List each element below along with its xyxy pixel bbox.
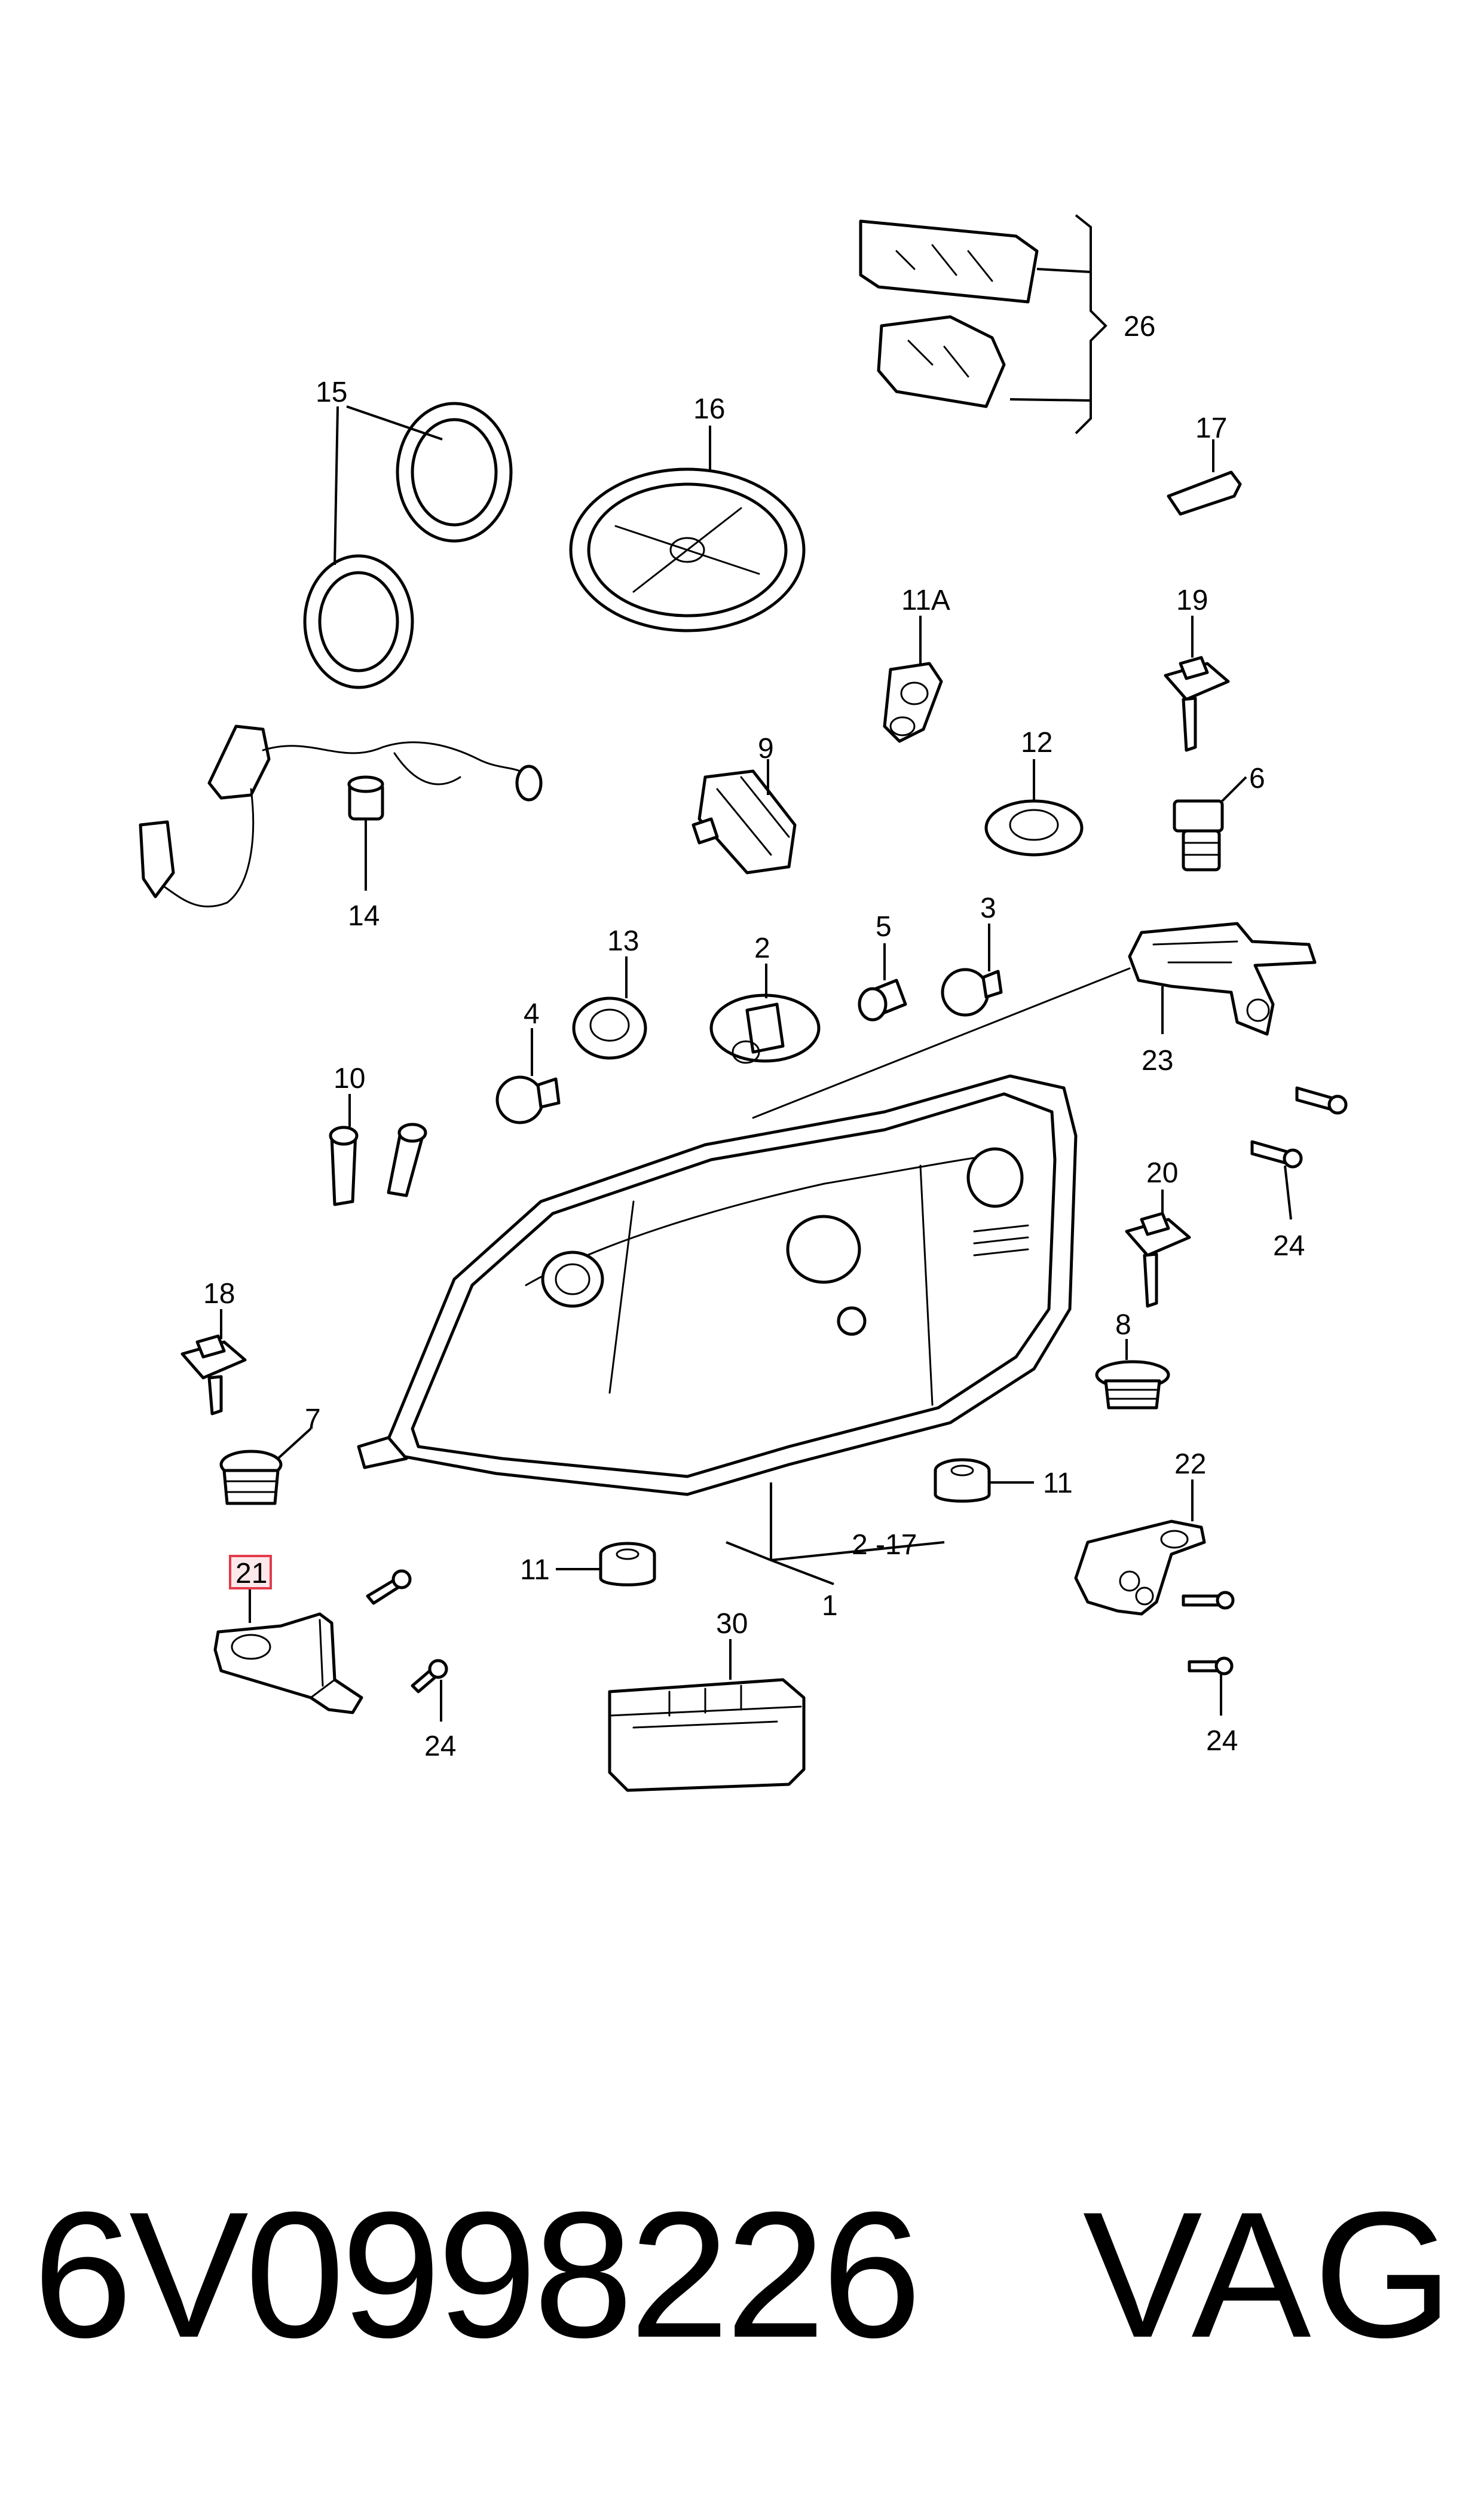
part-12-bulb-holder — [984, 759, 1084, 857]
part-8-grommet — [1095, 1339, 1170, 1410]
part-6-grommet — [1173, 776, 1247, 872]
callout-21-highlight[interactable] — [229, 1555, 272, 1589]
part-11-spacer-left — [556, 1542, 656, 1586]
part-16-rear-cover — [569, 426, 806, 632]
callout-1: 1 — [822, 1590, 838, 1622]
callout-10: 10 — [333, 1063, 365, 1095]
callout-2-17: 2 -17 — [852, 1529, 917, 1561]
callout-13: 13 — [607, 925, 639, 957]
callout-8: 8 — [1115, 1309, 1131, 1341]
callout-24-c: 24 — [424, 1731, 456, 1762]
callout-7: 7 — [305, 1404, 321, 1435]
part-7-nut — [219, 1427, 312, 1505]
callout-20: 20 — [1146, 1157, 1178, 1189]
callout-24-a: 24 — [1273, 1230, 1305, 1262]
part-9-leveling-motor — [691, 759, 797, 875]
callout-21[interactable]: 21 — [235, 1558, 267, 1589]
callout-11a: 11A — [901, 585, 950, 616]
part-24-screws-top — [1250, 1086, 1348, 1220]
footer: 6V0998226 VAG — [33, 2176, 1455, 2373]
part-30-repair-box — [608, 1639, 806, 1792]
part-18-bolt — [180, 1309, 247, 1416]
part-2-main-bulb — [709, 964, 821, 1064]
callout-16: 16 — [693, 393, 725, 425]
callout-5: 5 — [876, 911, 892, 943]
brand-name: VAG — [1082, 2174, 1455, 2375]
callout-6: 6 — [1249, 763, 1265, 794]
callout-17: 17 — [1195, 412, 1227, 444]
part-24-screws-bottom-right — [1182, 1591, 1235, 1716]
part-23-bracket — [752, 922, 1317, 1119]
callout-19: 19 — [1176, 585, 1208, 616]
part-13-socket — [572, 956, 647, 1060]
part-24-screws-bottom-left — [366, 1569, 448, 1722]
callout-12: 12 — [1021, 727, 1052, 759]
callout-15: 15 — [316, 377, 347, 408]
part-11a-seal — [883, 616, 943, 743]
part-3-bulb — [941, 924, 1003, 1017]
callout-26: 26 — [1124, 311, 1155, 343]
part-14-wiring-harness — [139, 724, 543, 908]
callout-4: 4 — [524, 998, 540, 1030]
part-number: 6V0998226 — [33, 2174, 922, 2375]
callout-14: 14 — [348, 900, 380, 932]
callout-9: 9 — [758, 733, 774, 765]
callout-24-b: 24 — [1206, 1725, 1238, 1757]
callout-2: 2 — [754, 933, 770, 964]
callout-30: 30 — [716, 1608, 748, 1640]
part-20-bolt — [1125, 1190, 1191, 1308]
callout-18: 18 — [203, 1278, 235, 1310]
part-11-spacer-right — [934, 1458, 1034, 1503]
part-19-bolt — [1164, 616, 1230, 752]
callout-11-right: 11 — [1043, 1468, 1073, 1499]
part-10-side-bulbs — [329, 1094, 427, 1206]
callout-22: 22 — [1174, 1448, 1206, 1480]
part-17-clip — [1167, 439, 1242, 516]
part-15-caps — [303, 402, 513, 689]
callout-11-left: 11 — [520, 1554, 550, 1586]
part-4-bulb — [495, 1028, 561, 1124]
callout-3: 3 — [980, 892, 996, 924]
part-1-headlight-housing — [357, 1074, 1078, 1585]
part-5-small-bulb — [858, 943, 907, 1022]
part-22-bracket — [1074, 1479, 1206, 1616]
part-21-bracket — [213, 1587, 363, 1714]
callout-23: 23 — [1142, 1045, 1173, 1077]
part-26-lens-covers — [859, 214, 1107, 435]
